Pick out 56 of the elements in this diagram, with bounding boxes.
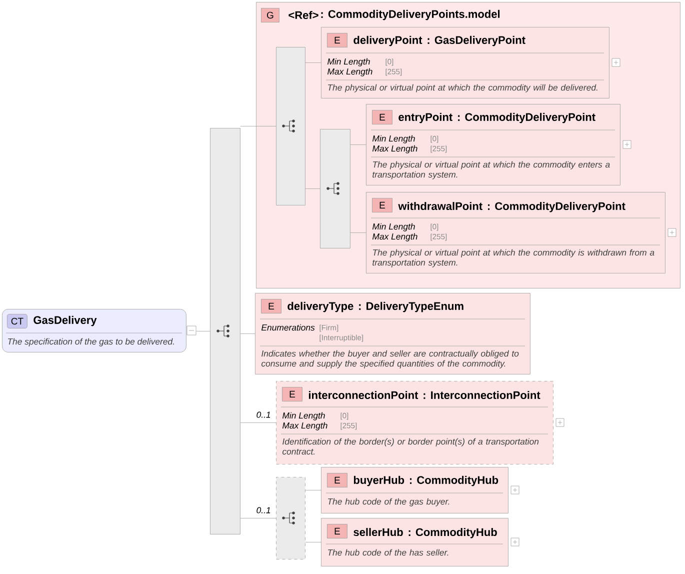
badge: E xyxy=(372,110,392,124)
description: The hub code of the gas buyer. xyxy=(328,498,450,506)
description: Indicates whether the buyer and seller are contractually obliged to consume and supply the specified quantities of the commodity. xyxy=(261,350,519,368)
element-name: entryPoint xyxy=(398,112,452,124)
connector-line xyxy=(240,422,276,423)
element-type: : CommodityDeliveryPoint xyxy=(458,112,596,124)
element-type: : DeliveryTypeEnum xyxy=(359,302,464,312)
facet-label: Min Length xyxy=(282,412,325,420)
badge: CT xyxy=(7,314,28,328)
description: The physical or virtual point at which the commodity is withdrawn from a transportation system. xyxy=(372,249,654,268)
sequence-bar xyxy=(276,47,306,206)
element-name: buyerHub xyxy=(354,476,404,486)
element-name: interconnectionPoint xyxy=(308,390,418,400)
badge: E xyxy=(327,33,348,48)
facet-label: Max Length xyxy=(282,422,328,430)
badge: E xyxy=(327,473,348,488)
group-name: <Ref> xyxy=(288,10,318,20)
group-type: : CommodityDeliveryPoints.model xyxy=(321,10,500,20)
element-type: : CommodityHub xyxy=(408,528,497,538)
sequence-bar xyxy=(320,129,350,248)
facet-label: Max Length xyxy=(327,68,372,76)
description: The specification of the gas to be delivered. xyxy=(8,338,174,346)
sequence-bar xyxy=(210,128,240,534)
element-name: sellerHub xyxy=(354,528,403,536)
facet-label: Max Length xyxy=(372,145,418,154)
badge: E xyxy=(282,387,302,402)
facet-label: Min Length xyxy=(372,135,415,144)
connector-line xyxy=(305,62,322,63)
badge: E xyxy=(372,198,392,212)
connector-line xyxy=(305,188,320,189)
facet-label: Min Length xyxy=(327,58,370,66)
badge: E xyxy=(261,299,282,314)
element-name: deliveryType xyxy=(288,302,354,312)
badge: G xyxy=(261,8,280,22)
edge-label: 0..1 xyxy=(256,412,270,418)
connector-line xyxy=(350,232,366,233)
sequence-bar xyxy=(276,477,306,560)
description: The hub code of the has seller. xyxy=(328,549,448,556)
element-name: withdrawalPoint xyxy=(398,202,482,210)
type-name: GasDelivery xyxy=(34,316,97,326)
element-box xyxy=(255,293,530,374)
edge-label: 0..1 xyxy=(256,507,270,514)
element-name: deliveryPoint xyxy=(354,36,422,46)
element-type: : GasDeliveryPoint xyxy=(428,36,526,46)
connector-line xyxy=(196,331,210,332)
description: Identification of the border(s) or border point(s) of a transportation contract. xyxy=(282,438,539,455)
facet-label: Min Length xyxy=(372,223,415,232)
element-type: : CommodityHub xyxy=(410,476,498,486)
description: The physical or virtual point at which the commodity enters a transportation system. xyxy=(372,161,610,180)
element-type: : CommodityDeliveryPoint xyxy=(488,202,626,212)
facet-label: Max Length xyxy=(372,233,418,242)
element-type: : InterconnectionPoint xyxy=(424,390,540,400)
facet-label: Enumerations xyxy=(261,324,315,331)
description: The physical or virtual point at which the commodity will be delivered. xyxy=(328,84,598,92)
badge: E xyxy=(327,524,348,538)
connector-line xyxy=(350,144,366,145)
